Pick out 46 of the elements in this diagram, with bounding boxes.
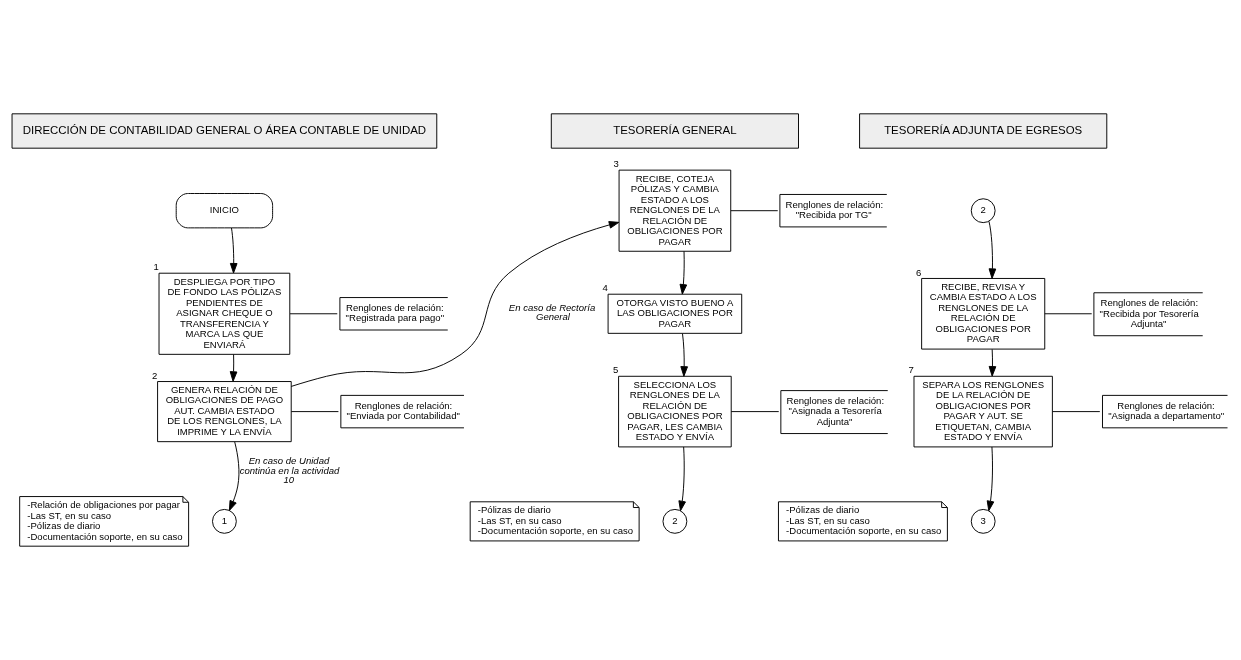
node-box: RECIBE, COTEJA PÓLIZAS Y CAMBIA ESTADO A LOS RENGLONES DE LA RELACIÓN DE OBLIGACIONES POR PAGAR <box>618 169 732 252</box>
node-text: Renglones de relación: "Asignada a Tesorería Adjunta" <box>786 394 885 427</box>
arrow <box>229 354 238 382</box>
connector <box>289 313 338 315</box>
node-text: Renglones de relación: "Recibida por TG" <box>785 198 884 221</box>
node-circle: 3 <box>970 508 996 534</box>
arrow <box>679 250 688 295</box>
node-box: SELECCIONA LOS RENGLONES DE LA RELACIÓN DE OBLIGACIONES POR PAGAR, LES CAMBIA ESTADO Y ENVÍA <box>618 375 732 448</box>
arrow <box>678 446 686 512</box>
arrow <box>290 221 620 387</box>
node-box: DESPLIEGA POR TIPO DE FONDO LAS PÓLIZAS PENDIENTES DE ASIGNAR CHEQUE O TRANSFERENCIA Y MARCA LAS QUE ENVIARÁ <box>158 272 291 355</box>
arrow <box>228 441 240 511</box>
connector <box>730 411 780 413</box>
node-text: Renglones de relación: "Recibida por Tesorería Adjunta" <box>1099 297 1199 330</box>
arrow <box>988 220 997 279</box>
node-circle: 2 <box>662 508 688 534</box>
arrow <box>988 348 997 377</box>
arrow <box>986 446 995 512</box>
arrow <box>680 333 688 377</box>
node-box: SEPARA LOS RENGLONES DE LA RELACIÓN DE OBLIGACIONES POR PAGAR Y AUT. SE ETIQUETAN, CAMBIA ESTADO Y ENVÍA <box>913 375 1053 448</box>
node-text: Renglones de relación: "Enviada por Contabilidad" <box>346 399 460 422</box>
node-circle: 2 <box>970 198 996 224</box>
node-box: TESORERÍA GENERAL <box>550 113 799 149</box>
node-text: Renglones de relación: "Registrada para pago" <box>345 301 445 324</box>
node-box: OTORGA VISTO BUENO A LAS OBLIGACIONES POR PAGAR <box>607 293 743 334</box>
node-label: 1 <box>153 261 159 273</box>
node-label: 4 <box>602 282 608 294</box>
arrow <box>229 227 238 274</box>
node-label: 2 <box>152 369 158 381</box>
node-box: GENERA RELACIÓN DE OBLIGACIONES DE PAGO AUT. CAMBIA ESTADO DE LOS RENGLONES, LA IMPRIME Y LA ENVÍA <box>157 381 292 443</box>
connector <box>1044 313 1093 315</box>
node-box: RECIBE, REVISA Y CAMBIA ESTADO A LOS RENGLONES DE LA RELACIÓN DE OBLIGACIONES POR PAGAR <box>921 278 1046 350</box>
edge-label: En caso de Rectoría General <box>508 301 596 323</box>
edge-label: En caso de Unidad continúa en la actividad 10 <box>239 455 340 486</box>
node-label: 5 <box>613 364 619 376</box>
connector <box>290 411 339 413</box>
node-circle: 1 <box>212 508 237 534</box>
node-label: 6 <box>916 266 922 278</box>
node-text: Renglones de relación: "Asignada a departamento" <box>1108 399 1225 422</box>
node-label: 3 <box>613 158 619 170</box>
node-box: INICIO <box>175 193 274 229</box>
node-label: 7 <box>908 364 914 376</box>
connector <box>730 210 779 212</box>
node-box: TESORERÍA ADJUNTA DE EGRESOS <box>859 113 1108 149</box>
node-box: DIRECCIÓN DE CONTABILIDAD GENERAL O ÁREA CONTABLE DE UNIDAD <box>11 113 438 149</box>
connector <box>1052 411 1101 413</box>
